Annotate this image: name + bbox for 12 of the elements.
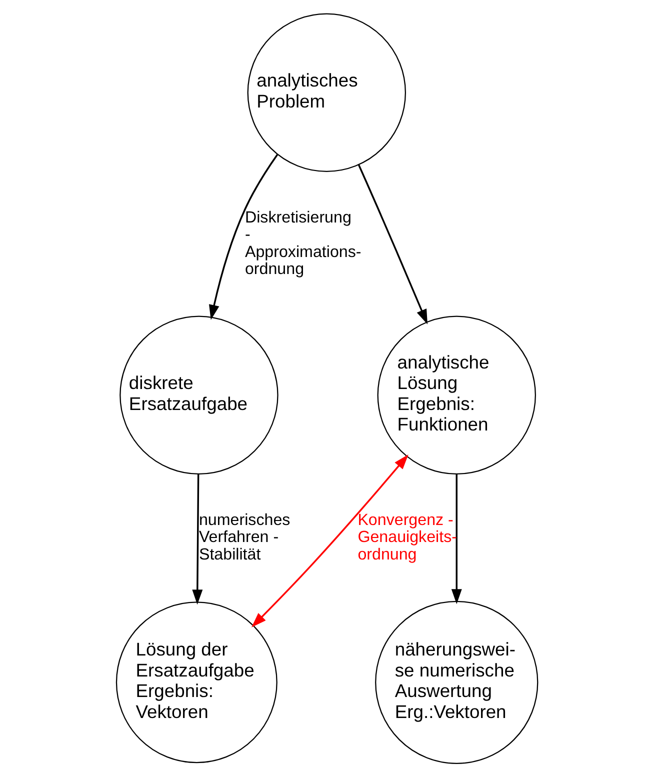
node-circle: diskrete Ersatzaufgabe <box>120 315 278 474</box>
edge-label: numerisches Verfahren - Stabilität <box>198 510 290 563</box>
node-circle: näherungswei- se numerische Auswertung Erg.:Vektoren <box>375 600 538 764</box>
edge-label: Diskretisierung - Approximations- ordnung <box>244 208 362 278</box>
arrow <box>451 474 462 604</box>
arrow <box>251 454 408 627</box>
arrow <box>192 474 203 604</box>
node-circle: analytische Lösung Ergebnis: Funktionen <box>377 315 536 474</box>
node-circle: analytisches Problem <box>247 12 406 172</box>
node-circle: Lösung der Ersatzaufgabe Ergebnis: Vektoren <box>116 601 278 763</box>
arrow <box>358 164 428 324</box>
arrow <box>208 154 278 320</box>
